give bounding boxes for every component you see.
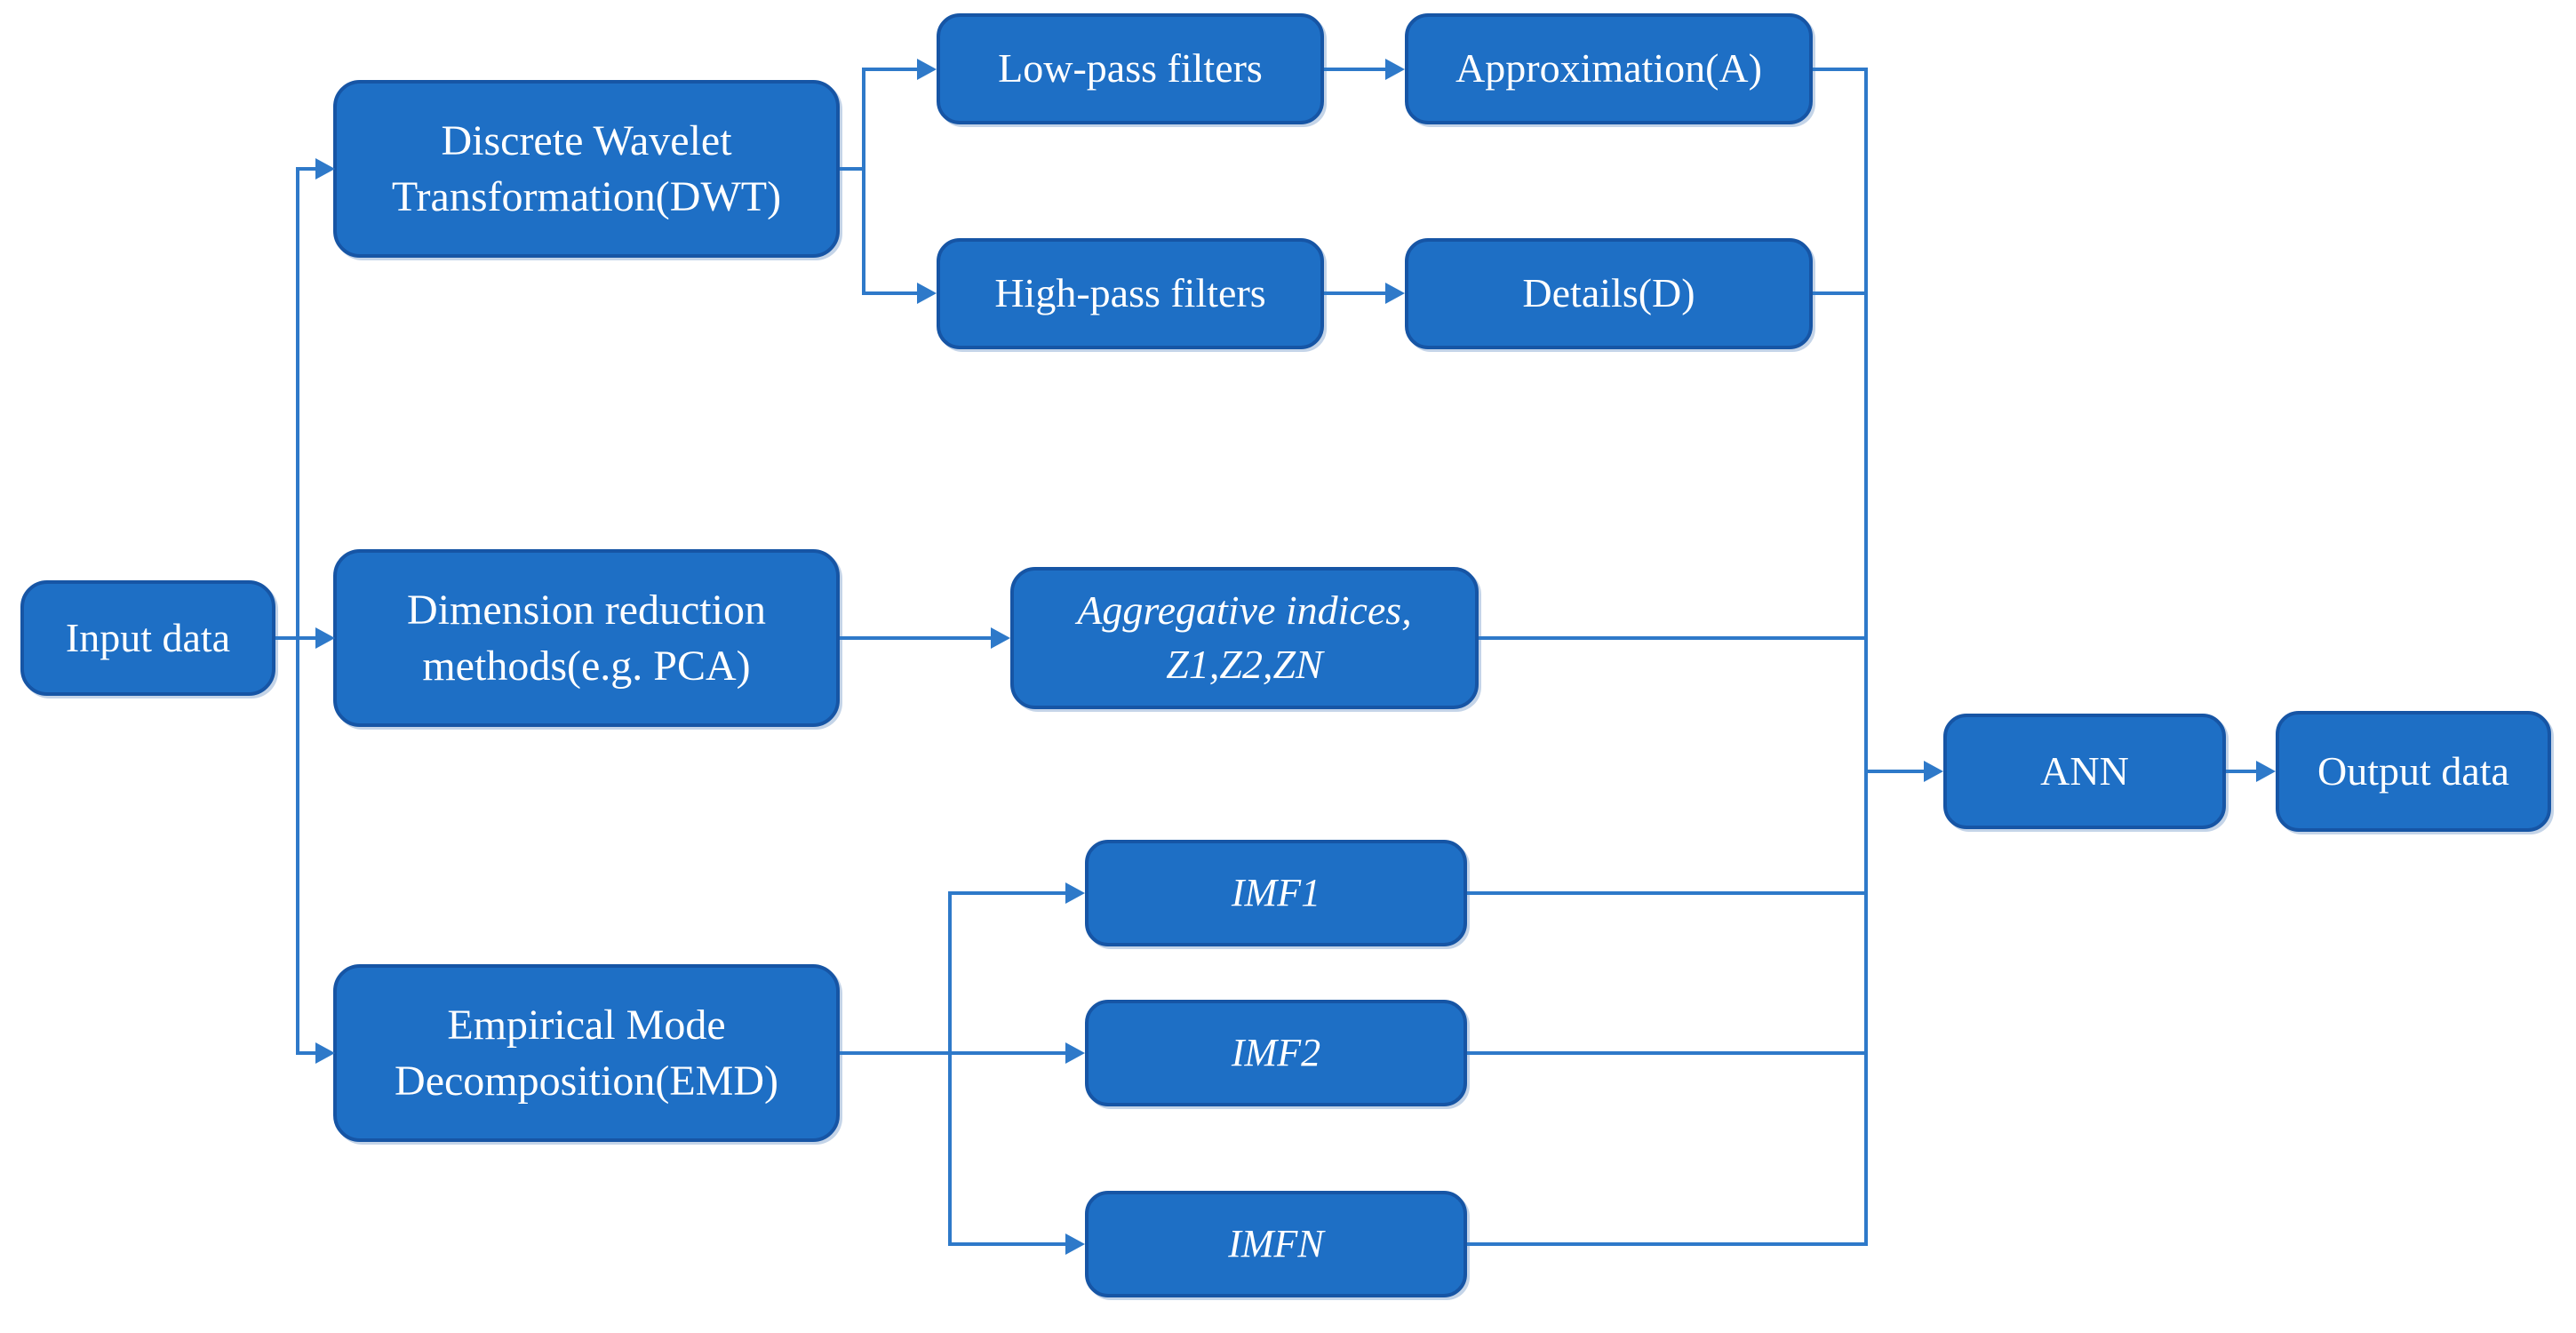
node-low-pass-filters: Low-pass filters	[937, 13, 1324, 124]
edge-highpass-to-details-line	[1324, 291, 1385, 295]
node-label-line2: Decomposition(EMD)	[395, 1058, 778, 1105]
node-label-line1: Discrete Wavelet	[441, 116, 732, 164]
node-details: Details(D)	[1405, 238, 1813, 349]
node-label: IMF1	[1231, 870, 1321, 914]
edge-ann-to-output-arrowhead	[2256, 761, 2276, 782]
edge-distributor-to-imf1-arrowhead	[1065, 882, 1085, 904]
node-imf1: IMF1	[1085, 840, 1467, 946]
edge-emd-to-imf2-arrowhead	[1065, 1042, 1085, 1064]
edge-input-to-dim-arrowhead	[315, 627, 335, 649]
edge-split-to-lowpass-arrowhead	[917, 59, 937, 80]
edge-imfn-to-collector-line	[1467, 1242, 1868, 1246]
node-label: High-pass filters	[994, 270, 1266, 316]
node-aggregative-indices: Aggregative indices, Z1,Z2,ZN	[1010, 567, 1479, 709]
node-high-pass-filters: High-pass filters	[937, 238, 1324, 349]
edge-imf2-to-collector-line	[1467, 1051, 1868, 1055]
node-label: Details(D)	[1522, 270, 1695, 316]
edge-split-to-highpass-line	[862, 291, 917, 295]
node-dwt: Discrete Wavelet Transformation(DWT)	[333, 80, 840, 258]
edge-imf1-to-collector-line	[1467, 891, 1868, 895]
node-label-line1: Dimension reduction	[407, 586, 766, 634]
node-label-line2: Transformation(DWT)	[391, 173, 782, 220]
edge-distributor-to-imfn-line	[948, 1242, 1065, 1246]
edge-distributor-to-imfn-arrowhead	[1065, 1233, 1085, 1255]
node-ann: ANN	[1943, 714, 2226, 829]
edge-distributor-to-imf1-line	[948, 891, 1065, 895]
edge-approximation-to-collector-line	[1813, 68, 1868, 71]
edge-dim-to-aggregative-arrowhead	[991, 627, 1010, 649]
edge-input-trunk-line	[296, 167, 299, 1055]
node-label-line2: methods(e.g. PCA)	[422, 643, 751, 690]
edge-details-to-collector-line	[1813, 291, 1868, 295]
edge-dwt-split-line	[862, 68, 865, 295]
edge-collector-line	[1864, 68, 1868, 1246]
edge-trunk-to-emd-line	[296, 1051, 317, 1055]
edge-lowpass-to-approximation-arrowhead	[1385, 59, 1405, 80]
edge-aggregative-to-collector-line	[1479, 636, 1868, 640]
node-label: Input data	[65, 614, 231, 660]
node-imf2: IMF2	[1085, 1000, 1467, 1106]
edge-emd-distributor-line	[948, 891, 952, 1246]
node-label: Low-pass filters	[998, 45, 1263, 92]
node-imfn: IMFN	[1085, 1191, 1467, 1297]
edge-highpass-to-details-arrowhead	[1385, 283, 1405, 304]
node-label-line1: Empirical Mode	[447, 1001, 726, 1049]
node-label: IMF2	[1231, 1030, 1321, 1074]
edge-collector-to-ann-line	[1864, 770, 1924, 773]
edge-trunk-to-dwt-line	[296, 167, 317, 171]
edge-collector-to-ann-arrowhead	[1924, 761, 1943, 782]
node-emd: Empirical Mode Decomposition(EMD)	[333, 964, 840, 1142]
node-label: ANN	[2040, 747, 2129, 794]
edge-dwt-out-line	[840, 167, 865, 171]
edge-emd-to-imf2-line	[840, 1051, 1065, 1055]
node-label: Output data	[2317, 747, 2509, 794]
edge-lowpass-to-approximation-line	[1324, 68, 1385, 71]
node-label-line2: Z1,Z2,ZN	[1166, 642, 1323, 687]
node-label-line1: Aggregative indices,	[1077, 587, 1412, 634]
node-dimension-reduction: Dimension reduction methods(e.g. PCA)	[333, 549, 840, 727]
edge-trunk-to-dwt-arrowhead	[315, 158, 335, 180]
node-output-data: Output data	[2276, 711, 2551, 832]
edge-trunk-to-emd-arrowhead	[315, 1042, 335, 1064]
node-label: IMFN	[1228, 1221, 1324, 1265]
node-approximation: Approximation(A)	[1405, 13, 1813, 124]
node-label: Approximation(A)	[1455, 45, 1762, 92]
edge-split-to-highpass-arrowhead	[917, 283, 937, 304]
node-input-data: Input data	[20, 580, 275, 696]
edge-dim-to-aggregative-line	[840, 636, 991, 640]
edge-split-to-lowpass-line	[862, 68, 917, 71]
edge-ann-to-output-line	[2226, 770, 2256, 773]
